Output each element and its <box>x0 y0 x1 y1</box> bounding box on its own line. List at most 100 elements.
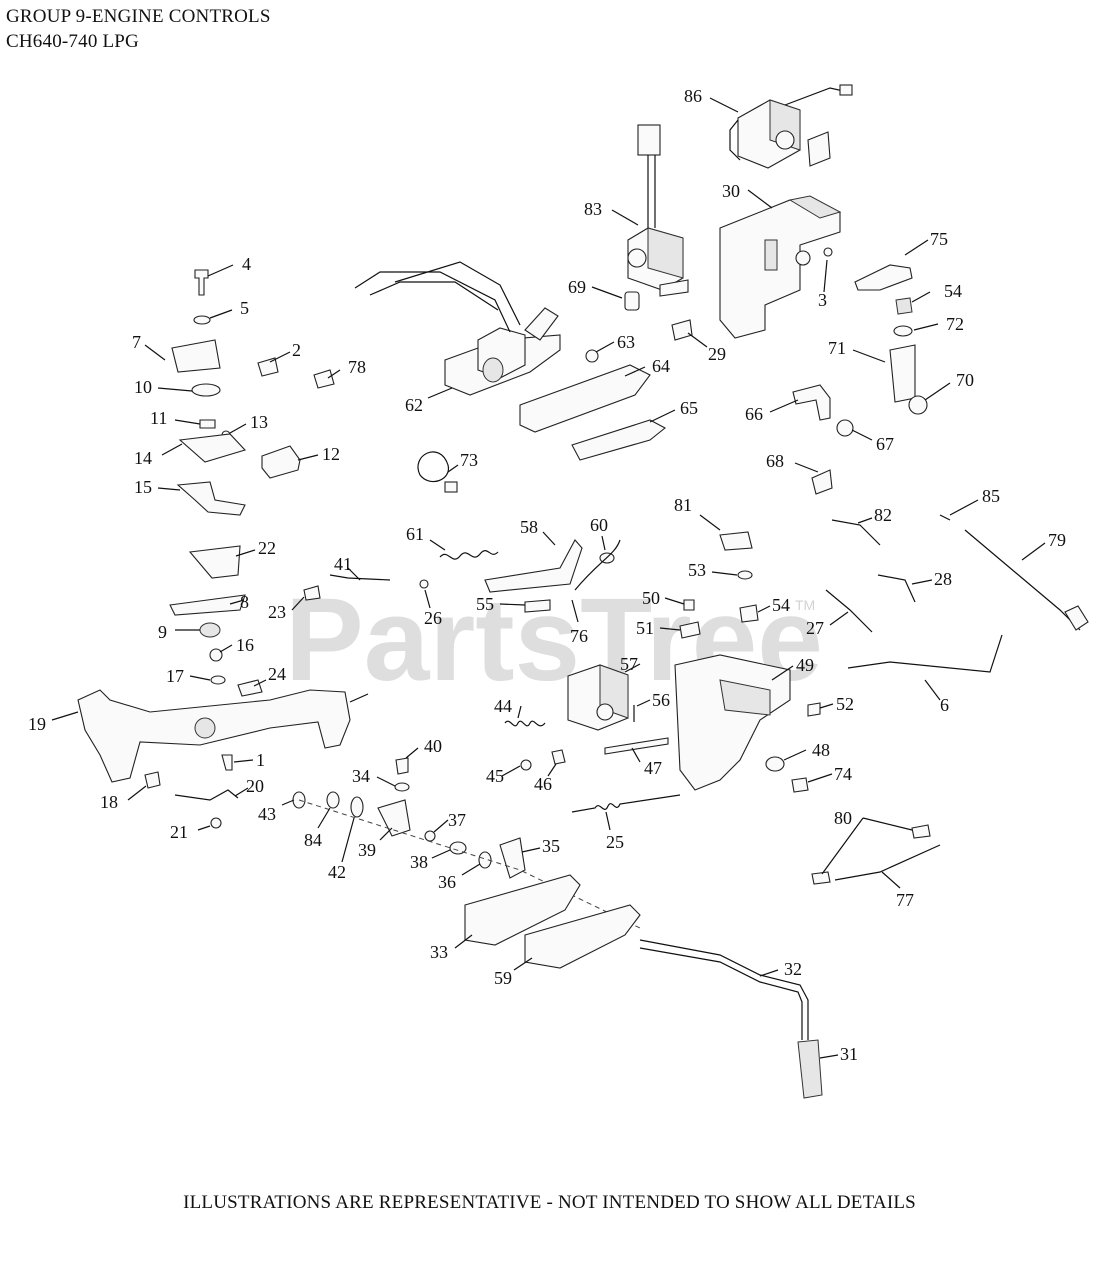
callout-21[interactable]: 21 <box>170 822 188 842</box>
part-75-lever[interactable] <box>854 264 913 291</box>
part-37-nut[interactable] <box>424 830 436 842</box>
part-9-bushing[interactable] <box>199 622 221 638</box>
part-35-bracket[interactable] <box>499 837 526 879</box>
callout-49[interactable]: 49 <box>796 655 814 675</box>
part-72-washer[interactable] <box>893 325 913 337</box>
callout-27[interactable]: 27 <box>806 618 824 638</box>
part-83-solenoid[interactable] <box>627 124 689 297</box>
part-80-clip-right[interactable] <box>911 824 931 839</box>
part-74-bolt[interactable] <box>791 777 809 793</box>
callout-9[interactable]: 9 <box>158 622 167 642</box>
callout-50[interactable]: 50 <box>642 588 660 608</box>
part-84-bushing[interactable] <box>326 791 340 809</box>
callout-76[interactable]: 76 <box>570 626 588 646</box>
callout-47[interactable]: 47 <box>644 758 662 778</box>
part-21-nut[interactable] <box>210 817 222 829</box>
callout-61[interactable]: 61 <box>406 524 424 544</box>
part-61-spring[interactable] <box>439 550 499 560</box>
part-77-rod[interactable] <box>834 844 941 881</box>
callout-3[interactable]: 3 <box>818 290 827 310</box>
part-39-bracket[interactable] <box>377 799 411 837</box>
part-64-plate[interactable] <box>519 364 651 433</box>
callout-31[interactable]: 31 <box>840 1044 858 1064</box>
callout-26[interactable]: 26 <box>424 608 442 628</box>
callout-40[interactable]: 40 <box>424 736 442 756</box>
part-2-clip[interactable] <box>257 357 279 377</box>
callout-41[interactable]: 41 <box>334 554 352 574</box>
callout-7[interactable]: 7 <box>132 332 141 352</box>
callout-22[interactable]: 22 <box>258 538 276 558</box>
callout-1[interactable]: 1 <box>256 750 265 770</box>
callout-14[interactable]: 14 <box>134 448 152 468</box>
part-42-washer[interactable] <box>350 796 364 818</box>
callout-80[interactable]: 80 <box>834 808 852 828</box>
part-81-lever[interactable] <box>719 531 753 551</box>
callout-11[interactable]: 11 <box>150 408 167 428</box>
part-73-clamp[interactable] <box>417 451 449 483</box>
callout-12[interactable]: 12 <box>322 444 340 464</box>
part-86-actuator-motor[interactable] <box>729 84 853 169</box>
callout-77[interactable]: 77 <box>896 890 914 910</box>
callout-72[interactable]: 72 <box>946 314 964 334</box>
callout-59[interactable]: 59 <box>494 968 512 988</box>
part-19-control-bracket[interactable] <box>77 689 351 783</box>
part-54-bushing[interactable] <box>895 297 913 315</box>
callout-10[interactable]: 10 <box>134 377 152 397</box>
callout-32[interactable]: 32 <box>784 959 802 979</box>
part-23-clip[interactable] <box>303 585 321 601</box>
part-7-lever[interactable] <box>171 339 221 373</box>
part-62-throttle-control-assembly[interactable] <box>354 261 561 396</box>
part-76-guide[interactable] <box>574 539 621 591</box>
callout-19[interactable]: 19 <box>28 714 46 734</box>
callout-79[interactable]: 79 <box>1048 530 1066 550</box>
callout-38[interactable]: 38 <box>410 852 428 872</box>
part-12-plate[interactable] <box>261 445 301 479</box>
callout-28[interactable]: 28 <box>934 569 952 589</box>
callout-23[interactable]: 23 <box>268 602 286 622</box>
part-67-gear[interactable] <box>836 419 854 437</box>
callout-57[interactable]: 57 <box>620 654 638 674</box>
part-5-washer[interactable] <box>193 315 211 325</box>
part-18-bolt[interactable] <box>144 771 161 789</box>
part-30-mounting-bracket[interactable] <box>719 195 842 339</box>
callout-60[interactable]: 60 <box>590 515 608 535</box>
callout-6[interactable]: 6 <box>940 695 949 715</box>
callout-34[interactable]: 34 <box>352 766 370 786</box>
callout-85[interactable]: 85 <box>982 486 1000 506</box>
callout-15[interactable]: 15 <box>134 477 152 497</box>
part-1-bolt[interactable] <box>221 754 233 771</box>
callout-63[interactable]: 63 <box>617 332 635 352</box>
callout-75[interactable]: 75 <box>930 229 948 249</box>
callout-25[interactable]: 25 <box>606 832 624 852</box>
part-85-spring[interactable] <box>939 514 951 521</box>
callout-65[interactable]: 65 <box>680 398 698 418</box>
callout-29[interactable]: 29 <box>708 344 726 364</box>
part-25-spring[interactable] <box>571 794 681 813</box>
callout-73[interactable]: 73 <box>460 450 478 470</box>
callout-69[interactable]: 69 <box>568 277 586 297</box>
part-66-bracket[interactable] <box>792 384 831 421</box>
part-82-rod[interactable] <box>831 519 881 546</box>
callout-4[interactable]: 4 <box>242 254 251 274</box>
part-14-lever[interactable] <box>178 433 247 463</box>
part-34-washer[interactable] <box>394 782 410 792</box>
part-41-rod[interactable] <box>329 574 391 581</box>
part-22-lever[interactable] <box>188 545 241 579</box>
callout-51[interactable]: 51 <box>636 618 654 638</box>
part-80-clip-left[interactable] <box>811 871 831 885</box>
part-53-clip[interactable] <box>737 570 753 580</box>
part-50-screw[interactable] <box>683 599 695 611</box>
part-51-clip[interactable] <box>679 621 701 639</box>
part-69-spacer[interactable] <box>624 291 640 311</box>
part-11-pin[interactable] <box>199 419 216 429</box>
part-20-spring[interactable] <box>174 789 239 801</box>
part-26-nut[interactable] <box>419 579 429 589</box>
callout-56[interactable]: 56 <box>652 690 670 710</box>
callout-37[interactable]: 37 <box>448 810 466 830</box>
callout-24[interactable]: 24 <box>268 664 286 684</box>
callout-33[interactable]: 33 <box>430 942 448 962</box>
part-58-lever[interactable] <box>484 539 583 593</box>
callout-35[interactable]: 35 <box>542 836 560 856</box>
part-70-gear[interactable] <box>908 395 928 415</box>
part-54-bushing-lower[interactable] <box>739 604 759 623</box>
